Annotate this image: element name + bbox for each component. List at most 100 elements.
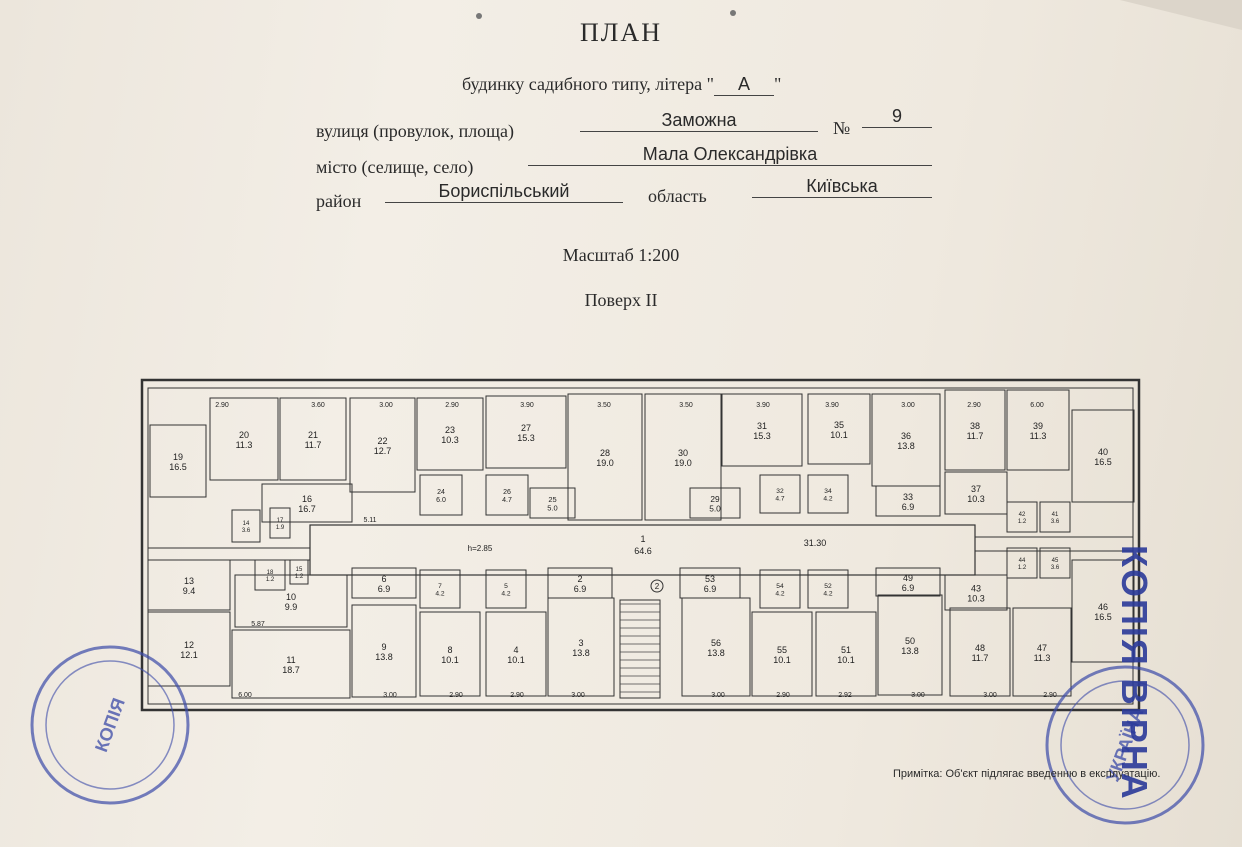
room-number-32: 32: [776, 488, 784, 495]
room-12: [147, 611, 231, 687]
room-6: [351, 567, 417, 599]
dimension-label: 5.87: [251, 621, 265, 628]
room-number-52: 52: [824, 583, 832, 590]
room-area-52: 4.2: [823, 591, 833, 598]
room-number-7: 7: [438, 583, 442, 590]
room-number-31: 31: [757, 421, 767, 431]
room-26: [485, 474, 529, 516]
room-number-35: 35: [834, 420, 844, 430]
dimension-label: 3.90: [825, 402, 839, 409]
room-area-31: 15.3: [753, 431, 771, 441]
room-area-20: 11.3: [236, 440, 253, 450]
dimension-label: 3.90: [756, 402, 770, 409]
room-42: [1006, 501, 1038, 533]
room-area-21: 11.7: [305, 440, 322, 450]
room-area-5: 4.2: [501, 591, 511, 598]
room-11: [231, 629, 351, 699]
room-number-30: 30: [678, 448, 688, 458]
room-44: [1006, 547, 1038, 579]
room-area-56: 13.8: [707, 648, 725, 658]
room-number-17: 17: [277, 518, 284, 524]
dimension-label: 2.90: [215, 402, 229, 409]
room-number-54: 54: [776, 583, 784, 590]
room-51: [815, 611, 877, 697]
room-number-3: 3: [578, 638, 583, 648]
room-area-7: 4.2: [435, 591, 445, 598]
room-number-46: 46: [1098, 602, 1108, 612]
room-28: [567, 393, 643, 521]
dimension-label: 3.00: [379, 402, 393, 409]
room-48: [949, 607, 1011, 697]
room-number-44: 44: [1019, 558, 1026, 564]
outer-wall: [140, 378, 1141, 712]
binding-hole: [476, 13, 482, 19]
room-area-41: 3.6: [1051, 519, 1060, 525]
room-area-37: 10.3: [967, 494, 985, 504]
room-number-15: 15: [296, 567, 303, 573]
room-area-11: 18.7: [282, 665, 300, 675]
stair: [619, 599, 661, 699]
room-9: [351, 604, 417, 698]
room-area-12: 12.1: [180, 650, 198, 660]
room-area-30: 19.0: [674, 458, 692, 468]
room-41: [1039, 501, 1071, 533]
room-21: [279, 397, 347, 481]
room-area-44: 1.2: [1018, 565, 1027, 571]
room-number-26: 26: [503, 489, 511, 496]
room-13: [147, 559, 231, 611]
room-area-39: 11.3: [1030, 431, 1047, 441]
room-14: [231, 509, 261, 543]
corridor-number: 1: [640, 534, 645, 544]
room-49: [875, 567, 941, 597]
room-area-2: 6.9: [574, 584, 587, 594]
room-number-22: 22: [377, 436, 387, 446]
room-39: [1006, 389, 1070, 471]
dimension-label: 3.60: [311, 402, 325, 409]
room-area-53: 6.9: [704, 584, 717, 594]
room-number-41: 41: [1052, 512, 1059, 518]
corridor-west: [147, 547, 311, 561]
room-area-13: 9.4: [183, 586, 196, 596]
room-number-45: 45: [1052, 558, 1059, 564]
room-25: [529, 487, 576, 519]
room-number-25: 25: [548, 495, 556, 504]
room-area-17: 1.9: [276, 525, 285, 531]
room-50: [877, 594, 943, 696]
room-7: [419, 569, 461, 609]
room-area-10: 9.9: [285, 602, 298, 612]
room-number-28: 28: [600, 448, 610, 458]
corridor-area: 64.6: [634, 546, 652, 556]
seal-right: [1045, 665, 1205, 825]
dimension-label: 3.00: [711, 692, 725, 699]
room-area-32: 4.7: [775, 496, 785, 503]
copy-stamp: КОПІЯ ВІРНА: [1114, 545, 1155, 801]
room-40: [1071, 409, 1135, 503]
room-17: [269, 507, 291, 539]
room-area-14: 3.6: [242, 528, 251, 534]
dimension-label: 3.00: [901, 402, 915, 409]
room-number-9: 9: [381, 642, 386, 652]
room-number-2: 2: [577, 574, 582, 584]
room-area-33: 6.9: [902, 502, 915, 512]
room-number-40: 40: [1098, 447, 1108, 457]
room-8: [419, 611, 481, 697]
room-area-49: 6.9: [902, 583, 915, 593]
room-number-49: 49: [903, 573, 913, 583]
room-number-33: 33: [903, 492, 913, 502]
room-15: [289, 559, 309, 585]
room-56: [681, 597, 751, 697]
room-area-42: 1.2: [1018, 519, 1027, 525]
region-value: Київська: [752, 176, 932, 198]
room-10: [234, 574, 348, 628]
city-label: місто (селище, село): [316, 157, 474, 177]
dimension-label: 3.00: [383, 692, 397, 699]
dimension-label: 3.00: [911, 692, 925, 699]
room-number-16: 16: [302, 494, 312, 504]
room-number-11: 11: [286, 655, 295, 665]
dimension-label: 6.00: [238, 692, 252, 699]
room-number-29: 29: [710, 494, 720, 504]
number-value: 9: [862, 106, 932, 128]
room-number-42: 42: [1019, 512, 1026, 518]
room-area-26: 4.7: [502, 497, 512, 504]
